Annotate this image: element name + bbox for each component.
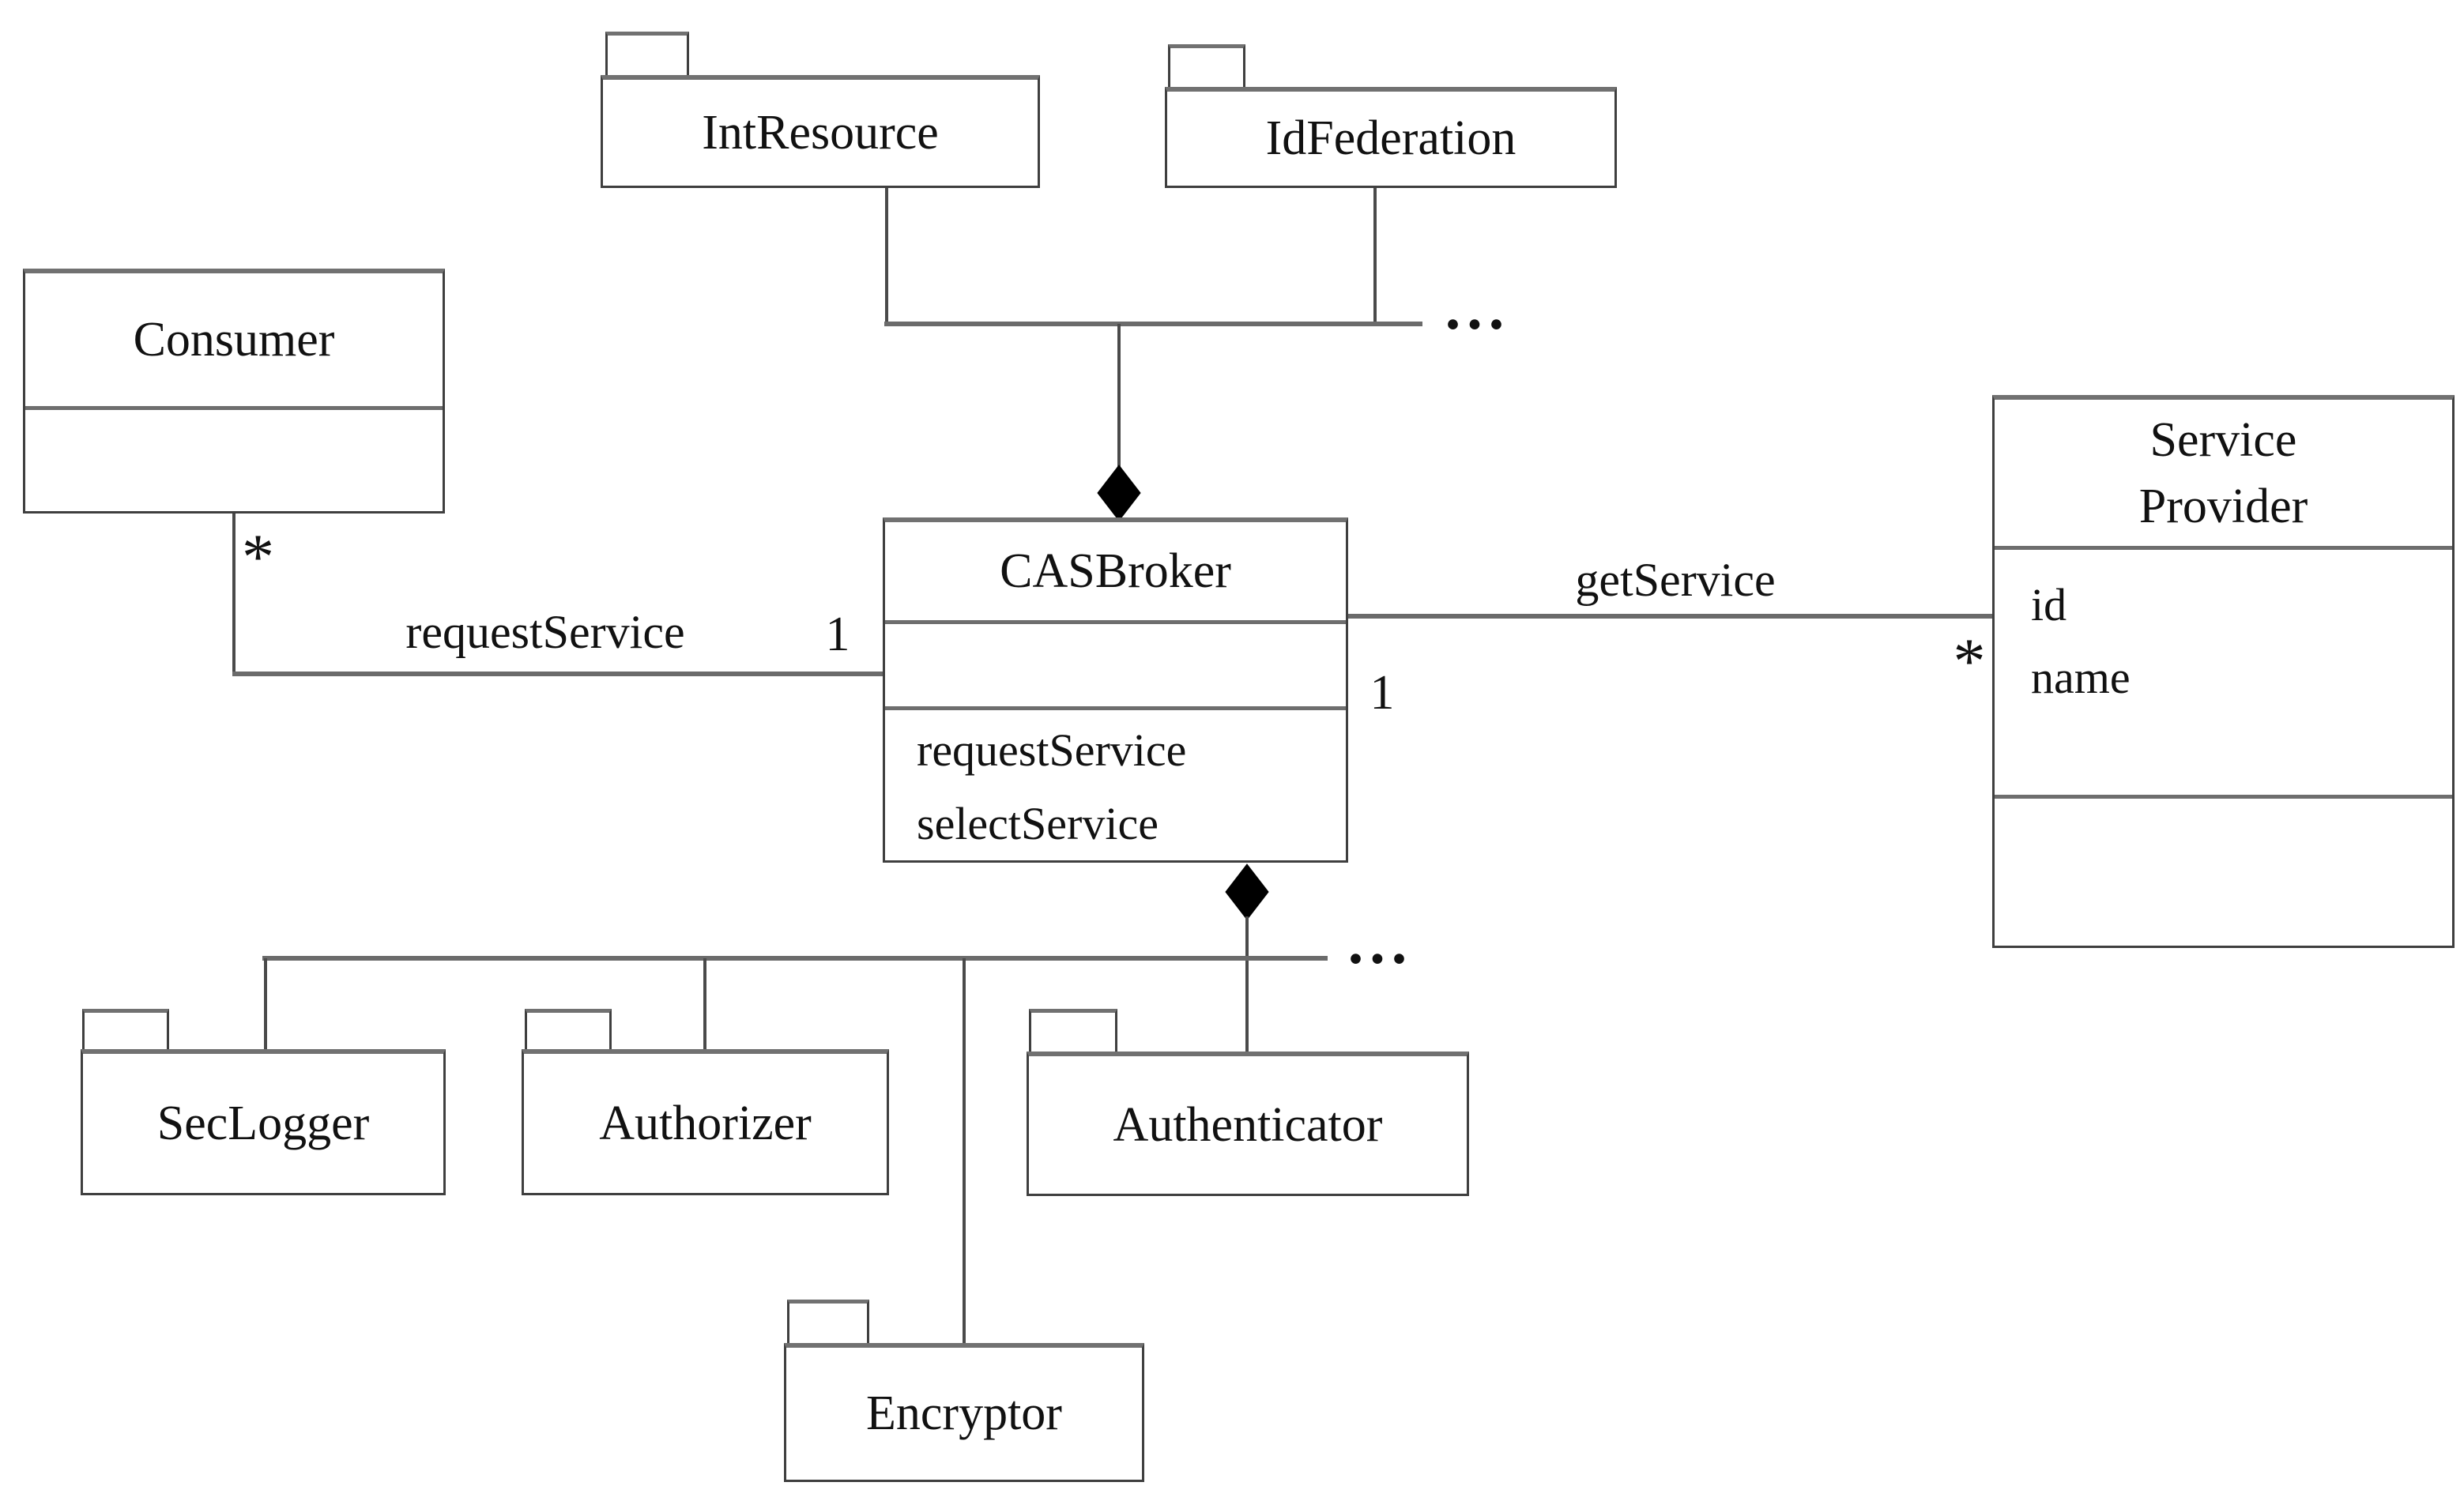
serviceprovider-attribute: id bbox=[2031, 579, 2067, 630]
seclogger-package-label: SecLogger bbox=[156, 1096, 370, 1150]
encryptor-package-label: Encryptor bbox=[866, 1386, 1062, 1440]
authorizer-package-tab bbox=[525, 1009, 612, 1051]
serviceprovider-name-line1: Service bbox=[2149, 412, 2297, 467]
idfederation-package-tab bbox=[1168, 44, 1245, 89]
broker-right-multiplicity-label: 1 bbox=[1370, 666, 1395, 720]
getservice-association-label: getService bbox=[1575, 554, 1776, 606]
serviceprovider-attributes-compartment: id name bbox=[1995, 546, 2452, 795]
casbroker-class: CASBroker requestService selectService bbox=[883, 517, 1348, 863]
casbroker-class-name: CASBroker bbox=[1000, 544, 1231, 598]
casbroker-method: requestService bbox=[917, 724, 1187, 776]
intresource-package: IntResource bbox=[601, 75, 1040, 188]
encryptor-package: Encryptor bbox=[784, 1343, 1144, 1482]
serviceprovider-class: Service Provider id name bbox=[1992, 395, 2455, 948]
broker-left-multiplicity-label: 1 bbox=[825, 608, 850, 661]
serviceprovider-attribute: name bbox=[2031, 652, 2131, 703]
intresource-package-label: IntResource bbox=[702, 105, 939, 160]
authorizer-package-label: Authorizer bbox=[599, 1096, 812, 1150]
consumer-multiplicity-label: * bbox=[242, 521, 274, 593]
provider-multiplicity-label: * bbox=[1953, 625, 1986, 697]
consumer-class-name: Consumer bbox=[133, 312, 335, 367]
serviceprovider-empty-compartment bbox=[1995, 795, 2452, 946]
authorizer-package: Authorizer bbox=[522, 1049, 889, 1195]
encryptor-package-tab bbox=[787, 1300, 869, 1345]
idfederation-package-label: IdFederation bbox=[1265, 111, 1516, 165]
composition-diamond-bottom bbox=[1225, 863, 1269, 920]
authenticator-package-label: Authenticator bbox=[1113, 1097, 1383, 1152]
seclogger-package-tab bbox=[82, 1009, 169, 1051]
casbroker-methods-compartment: requestService selectService bbox=[885, 706, 1346, 860]
composition-diamond-top bbox=[1097, 465, 1141, 521]
seclogger-package: SecLogger bbox=[81, 1049, 446, 1195]
bottom-ellipsis-label: ... bbox=[1347, 908, 1414, 976]
intresource-package-tab bbox=[605, 32, 689, 77]
requestservice-association-label: requestService bbox=[405, 606, 685, 658]
consumer-empty-compartment bbox=[25, 406, 443, 511]
serviceprovider-class-name: Service Provider bbox=[1995, 400, 2452, 546]
consumer-class: Consumer bbox=[23, 269, 445, 514]
authenticator-package: Authenticator bbox=[1027, 1051, 1469, 1196]
casbroker-attributes-compartment bbox=[885, 620, 1346, 706]
idfederation-package: IdFederation bbox=[1165, 87, 1617, 188]
serviceprovider-name-line2: Provider bbox=[2138, 479, 2308, 533]
casbroker-method: selectService bbox=[917, 798, 1159, 849]
authenticator-package-tab bbox=[1029, 1009, 1117, 1054]
top-ellipsis-label: ... bbox=[1445, 273, 1511, 342]
